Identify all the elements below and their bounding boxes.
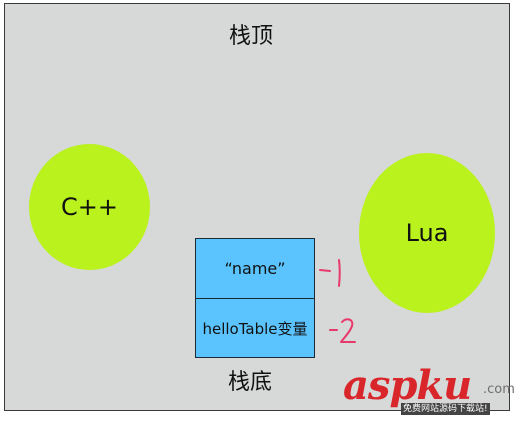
watermark-brand: aspku — [343, 362, 472, 409]
stack-cell-label: helloTable变量 — [202, 319, 308, 338]
cpp-label: C++ — [61, 193, 118, 221]
stack-bottom-label: 栈底 — [227, 370, 272, 395]
lua-label: Lua — [405, 219, 449, 247]
watermark-subtitle: 免费网站源码下载站! — [401, 403, 490, 415]
lua-ellipse: Lua — [359, 153, 495, 313]
stack-cell-name: “name” — [195, 238, 315, 299]
site-watermark: aspku .com 免费网站源码下载站! — [343, 362, 514, 418]
watermark-suffix: .com — [483, 382, 514, 397]
stack-top-label: 栈顶 — [228, 24, 273, 49]
stack-index-mark-2 — [329, 318, 356, 343]
stack-index-mark-1 — [319, 259, 341, 287]
stack-cell-label: “name” — [224, 259, 286, 278]
cpp-ellipse: C++ — [29, 144, 150, 270]
stack-cell-hellotable: helloTable变量 — [195, 298, 315, 358]
